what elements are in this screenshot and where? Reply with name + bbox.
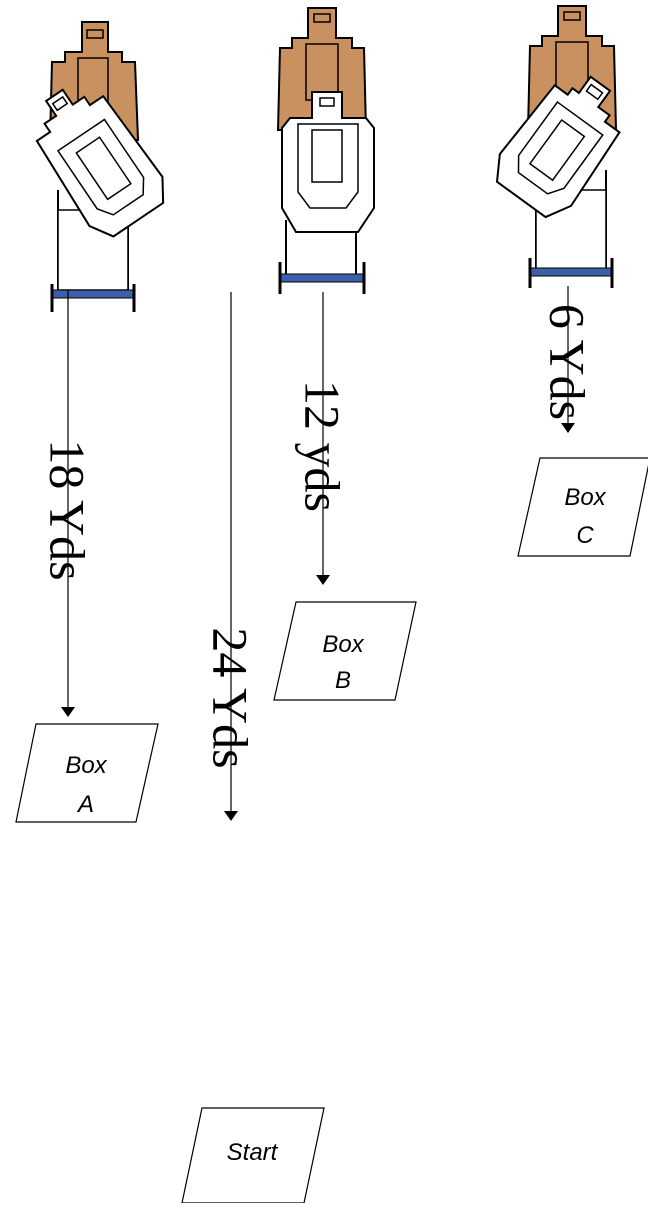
box-b: Box B xyxy=(273,601,417,701)
stand-base-b xyxy=(278,262,366,294)
box-c-label-line2: C xyxy=(576,522,594,549)
box-a-label-line1: Box xyxy=(65,752,107,779)
target-stand-b xyxy=(276,7,375,294)
start-box: Start xyxy=(181,1107,325,1204)
distance-label-box-c: 6 Yds xyxy=(540,304,596,420)
box-a: Box A xyxy=(15,723,159,823)
box-b-label-line1: Box xyxy=(322,631,364,658)
white-target-a xyxy=(35,88,165,238)
stand-base-c xyxy=(528,258,614,288)
box-b-label-line2: B xyxy=(335,667,351,694)
target-stand-c xyxy=(495,5,621,288)
distance-label-box-b: 12 yds xyxy=(295,380,351,512)
box-c-label-line1: Box xyxy=(564,484,606,511)
box-a-label-line2: A xyxy=(76,791,94,818)
white-target-c xyxy=(495,75,621,219)
distance-label-start: 24 Yds xyxy=(203,627,259,768)
target-stand-a xyxy=(35,21,165,312)
stand-base-a xyxy=(50,284,136,312)
white-target-b xyxy=(281,91,375,233)
box-c: Box C xyxy=(517,457,648,557)
distance-label-box-a: 18 Yds xyxy=(40,439,96,580)
start-box-label: Start xyxy=(227,1139,279,1166)
